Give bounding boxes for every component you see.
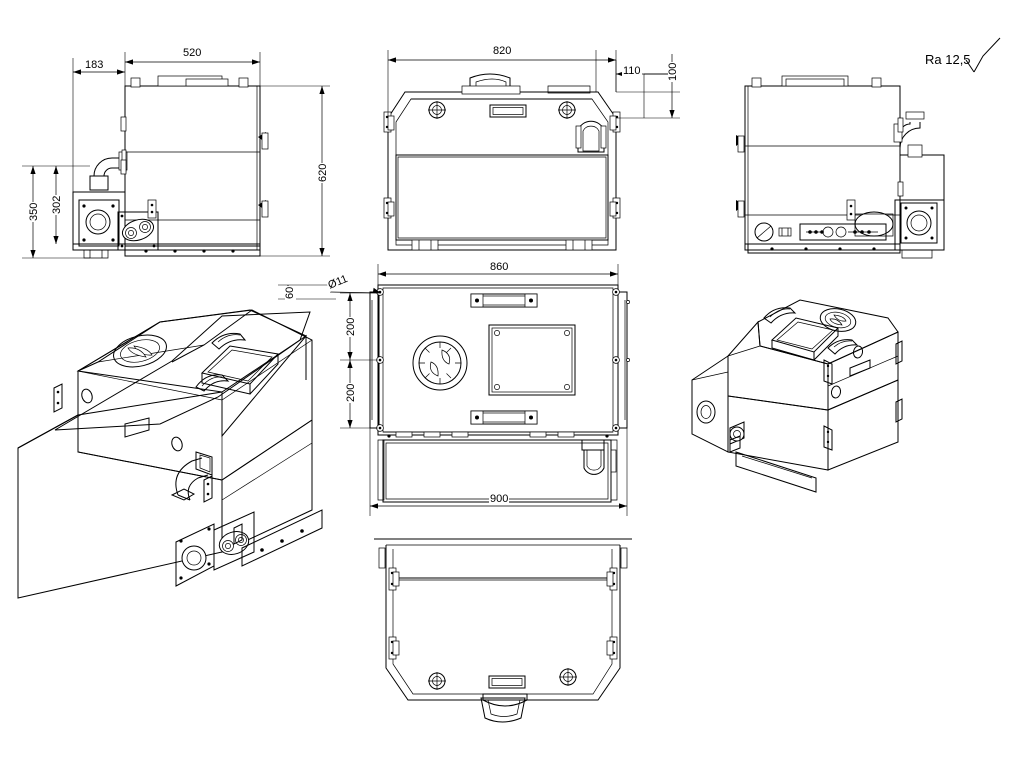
view-bottom — [374, 538, 632, 723]
view-isometric-right — [691, 299, 903, 493]
surface-finish-symbol — [965, 37, 1001, 73]
view-left-side — [72, 75, 269, 259]
view-front — [383, 73, 621, 251]
view-right-side — [736, 75, 945, 259]
view-isometric-left — [17, 309, 323, 599]
dimension-group-front-view — [387, 50, 680, 119]
view-top — [369, 284, 630, 503]
dimension-group-left-view — [22, 52, 330, 259]
